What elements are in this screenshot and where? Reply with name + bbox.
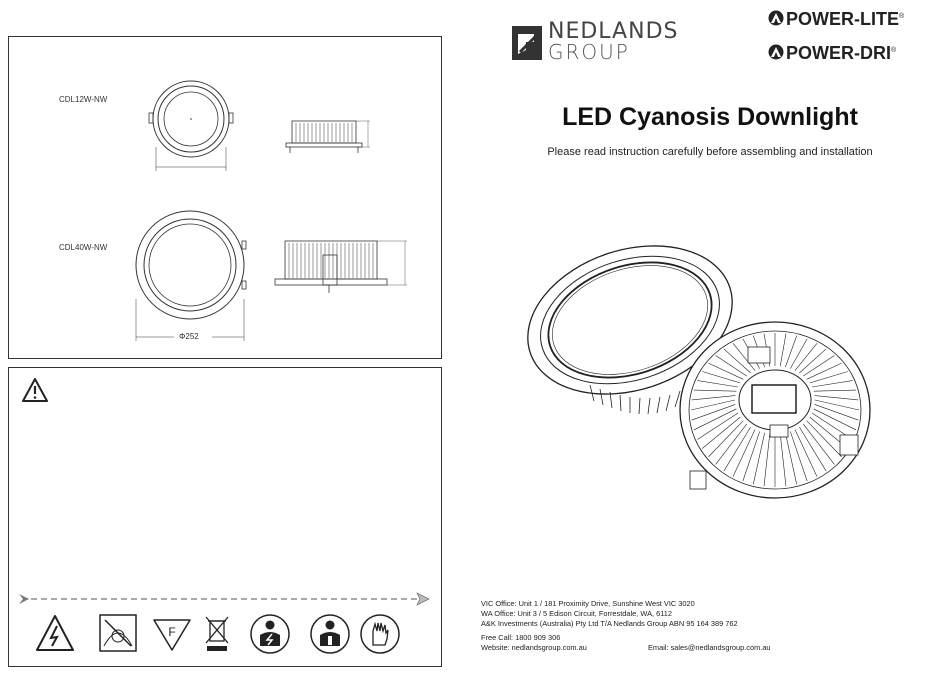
power-lite-brand: POWER-LITE® <box>786 9 904 30</box>
power-dri-label: POWER-DRI <box>786 43 891 63</box>
website-link[interactable]: Website: nedlandsgroup.com.au <box>481 643 587 652</box>
warnings-panel: F <box>8 367 442 667</box>
f-mark-icon: F <box>153 619 191 651</box>
warning-triangle-icon <box>22 378 48 402</box>
cdl12w-side-view <box>285 120 370 153</box>
email-link[interactable]: Email: sales@nedlandsgroup.com.au <box>648 643 771 652</box>
vic-office: VIC Office: Unit 1 / 181 Proximity Drive… <box>481 599 695 608</box>
diameter-dimension: Φ252 <box>179 332 199 341</box>
cdl12w-top-view <box>148 80 234 171</box>
technical-drawings-panel: CDL12W-NW CDL40W-NW <box>8 36 442 359</box>
divider-arrow <box>19 592 430 606</box>
qualified-installer-icon <box>310 614 350 654</box>
power-dri-logo-icon <box>768 44 784 60</box>
group-wordmark: GROUP <box>548 40 630 64</box>
page-title: LED Cyanosis Downlight <box>562 103 858 131</box>
power-dri-brand: POWER-DRI® <box>786 43 896 64</box>
power-lite-logo-icon <box>768 10 784 26</box>
free-call: Free Call: 1800 909 306 <box>481 633 561 642</box>
nedlands-wordmark: NEDLANDS <box>548 19 679 44</box>
trademark-mark: ® <box>899 13 905 20</box>
cdl40w-side-view <box>274 240 407 293</box>
power-lite-label: POWER-LITE <box>786 9 899 29</box>
qualified-electrician-icon <box>250 614 290 654</box>
weee-bin-icon <box>205 616 229 651</box>
cdl40w-top-view <box>135 210 247 341</box>
company-details: A&K Investments (Australia) Pty Ltd T/A … <box>481 619 738 628</box>
nedlands-logo-icon <box>512 26 542 60</box>
wa-office: WA Office: Unit 3 / 5 Edison Circuit, Fo… <box>481 609 672 618</box>
no-insulation-cover-icon <box>99 614 137 652</box>
model-label-cdl12w: CDL12W-NW <box>59 95 108 104</box>
page-subtitle: Please read instruction carefully before… <box>547 146 873 158</box>
model-label-cdl40w: CDL40W-NW <box>59 243 108 252</box>
downlight-product-illustration <box>527 245 871 499</box>
electric-shock-icon <box>36 615 74 651</box>
trademark-mark: ® <box>891 47 897 54</box>
svg-text:F: F <box>168 625 175 639</box>
gloves-icon <box>360 614 400 654</box>
